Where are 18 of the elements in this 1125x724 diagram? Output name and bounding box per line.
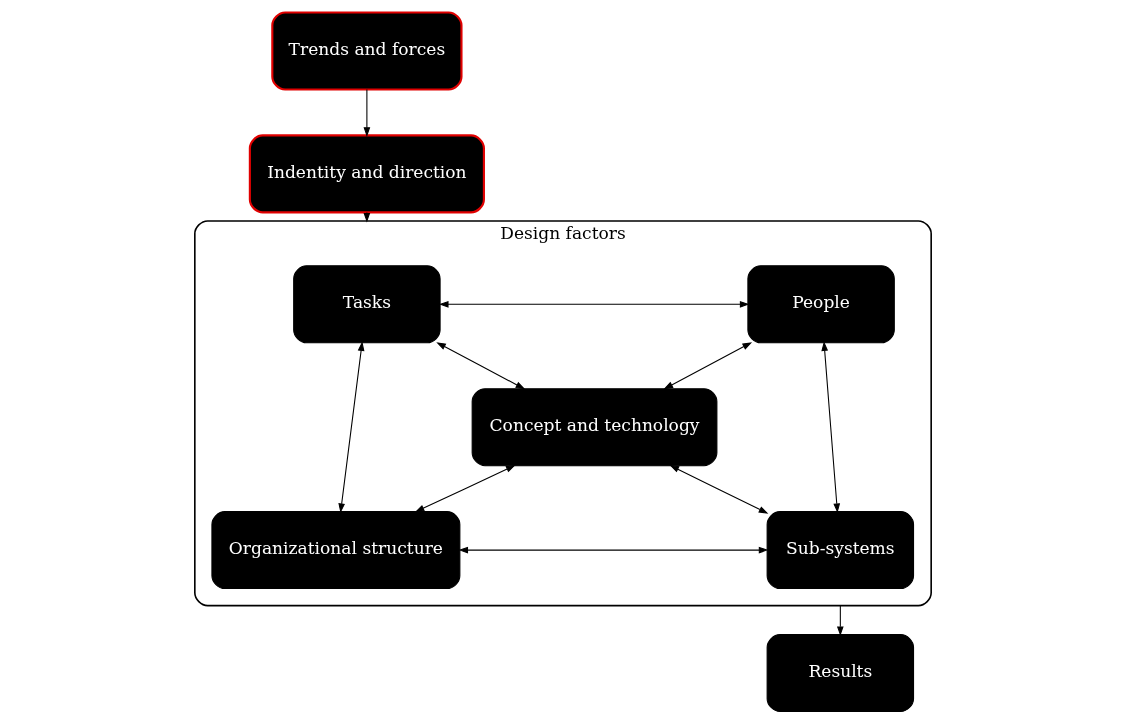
node-box: Concept and technology	[471, 388, 717, 467]
node-box: Tasks	[292, 265, 441, 344]
node-box: Results	[766, 634, 914, 712]
arrow	[414, 465, 516, 513]
arrow	[669, 465, 768, 514]
arrow	[820, 341, 840, 514]
arrow	[363, 211, 370, 223]
node-box: People	[746, 265, 895, 344]
arrow	[836, 605, 844, 637]
node-box: Trends and forces	[270, 11, 463, 91]
arrow	[363, 89, 370, 137]
node-box: Sub-systems	[766, 511, 914, 590]
arrow	[457, 546, 768, 554]
node-box: Organizational structure	[210, 511, 460, 590]
arrow	[663, 342, 752, 390]
arrow	[435, 342, 525, 390]
arrow	[438, 300, 749, 308]
arrow	[337, 341, 364, 514]
